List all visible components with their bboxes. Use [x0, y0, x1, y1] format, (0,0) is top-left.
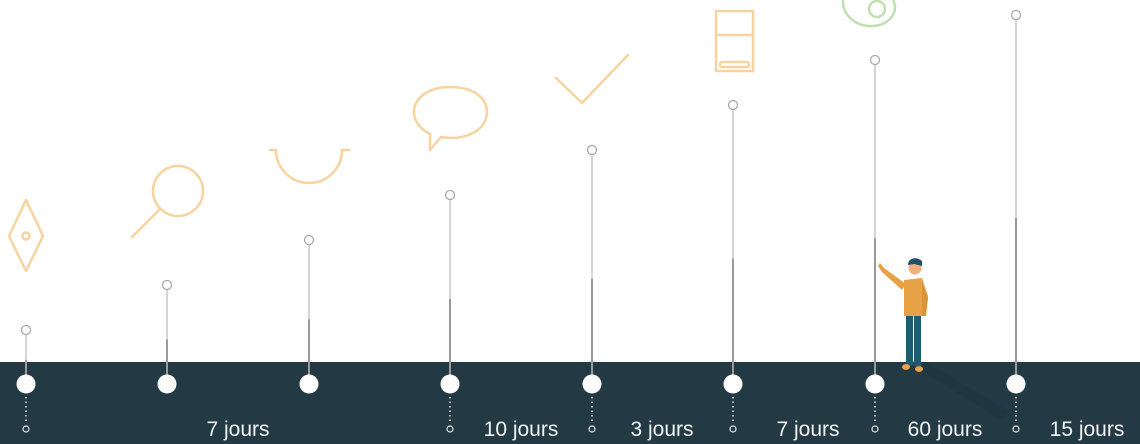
duration-label: 15 jours [1050, 416, 1125, 444]
timeline-node [441, 375, 460, 394]
timeline-pole [158, 281, 177, 394]
timeline-pole [300, 236, 319, 394]
checkmark-icon [556, 55, 628, 103]
timeline-pole [724, 101, 743, 433]
timeline-node [158, 375, 177, 394]
duration-label: 60 jours [908, 416, 983, 444]
timeline-pole [441, 191, 460, 433]
timeline-pole [17, 326, 36, 433]
smile-arc-icon [270, 150, 349, 183]
timeline-node [17, 375, 36, 394]
magnifier-icon [132, 166, 203, 237]
target-ring-icon [843, 0, 895, 26]
timeline-pole [1007, 11, 1026, 433]
duration-label: 7 jours [206, 416, 269, 444]
timeline-node [1007, 375, 1026, 394]
duration-label: 7 jours [776, 416, 839, 444]
timeline-poles [17, 11, 1026, 433]
timeline-node [583, 375, 602, 394]
timeline-node [724, 375, 743, 394]
timeline-pole [583, 146, 602, 433]
speech-bubble-icon [414, 87, 487, 150]
duration-label: 10 jours [484, 416, 559, 444]
duration-label: 3 jours [630, 416, 693, 444]
person-illustration [878, 258, 1010, 420]
door-panel-icon [716, 11, 753, 71]
timeline-pole [866, 56, 885, 433]
pen-nib-icon [9, 200, 43, 271]
timeline-icons [9, 0, 895, 271]
timeline-node [866, 375, 885, 394]
timeline-node [300, 375, 319, 394]
